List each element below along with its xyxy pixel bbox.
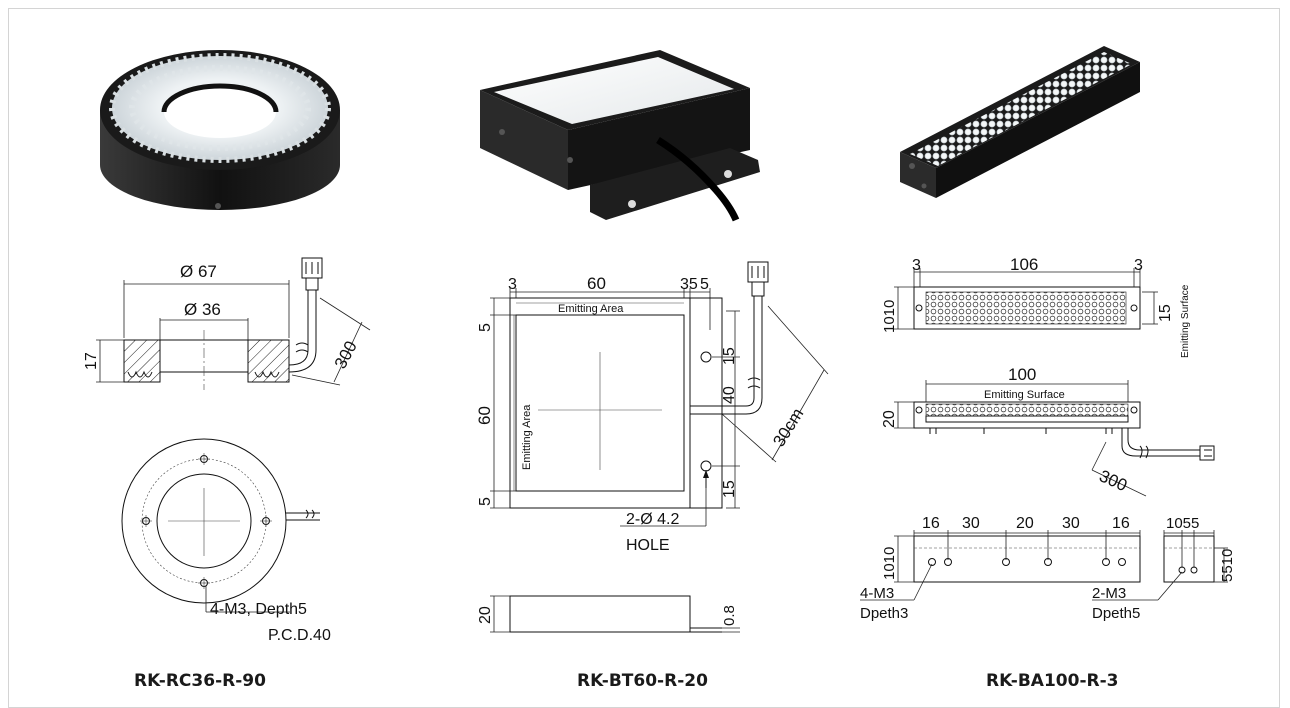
bt-thickness-label: 20 (477, 606, 494, 624)
emitting-area-label: Emitting Area (558, 303, 624, 315)
ring-inner-diameter-label: Ø 36 (184, 300, 221, 319)
ba-top-width-label: 106 (1010, 255, 1038, 274)
ba-b5-label: 16 (1112, 515, 1130, 532)
bt-hole-top-label: 15 (721, 347, 738, 365)
ba-mid-width-label: 100 (1008, 365, 1036, 384)
bt-top-label: 5 (477, 323, 494, 332)
ba-b3-label: 20 (1016, 515, 1034, 532)
ba-side-left-label: 1010 (881, 300, 898, 333)
ring-mount-thread-label: 4-M3, Depth5 (210, 601, 307, 618)
ba-bottom-side-label: 1010 (881, 547, 898, 580)
bt-hole-spec-label: 2-Ø 4.2 (626, 511, 679, 528)
ba-thread-right-label: 2-M3 (1092, 585, 1126, 602)
ring-height-label: 17 (83, 352, 100, 370)
product-bar-light: 3 106 3 1010 15 Emitting Surface 100 Emi… (860, 0, 1280, 695)
product-ring-light: Ø 67 Ø 36 17 300 (0, 0, 420, 695)
bt-cable-label: 30cm (769, 405, 807, 450)
ba-top-right-label: 3 (1134, 257, 1143, 274)
ba-depth-right-label: Dpeth5 (1092, 605, 1140, 622)
ba-side-right-label: 15 (1157, 304, 1174, 322)
product-name-back: RK-BT60-R-20 (577, 671, 708, 691)
bt-width-label: 60 (587, 274, 606, 293)
product-name-bar: RK-BA100-R-3 (986, 671, 1119, 691)
back-light-side-view: 20 0.8 (477, 595, 740, 633)
bt-plate-label: 0.8 (721, 605, 738, 626)
bt-margin-right-1-label: 35 (680, 276, 698, 293)
bar-side-view: 100 Emitting Surface 20 300 (881, 365, 1215, 497)
ba-top-left-label: 3 (912, 257, 921, 274)
back-light-front-view: Emitting Area Emitting Area 3 60 35 5 5 … (475, 261, 829, 554)
back-light-photo (480, 50, 760, 222)
bt-margin-left-label: 3 (508, 276, 517, 293)
bt-hole-gap-label: 40 (721, 386, 738, 404)
ring-top-view: 4-M3, Depth5 P.C.D.40 (121, 438, 331, 644)
ba-b4-label: 30 (1062, 515, 1080, 532)
ba-b1-label: 16 (922, 515, 940, 532)
bt-hole-word-label: HOLE (626, 537, 670, 554)
bar-top-view: 3 106 3 1010 15 Emitting Surface (881, 255, 1191, 358)
bar-light-drawings: 3 106 3 1010 15 Emitting Surface 100 Emi… (860, 46, 1236, 622)
ring-outer-diameter-label: Ø 67 (180, 262, 217, 281)
ba-depth-left-label: Dpeth3 (860, 605, 908, 622)
bt-hole-bottom-label: 15 (721, 480, 738, 498)
ba-mid-height-label: 20 (881, 410, 898, 428)
ring-light-drawings: Ø 67 Ø 36 17 300 (83, 50, 371, 644)
ring-pcd-label: P.C.D.40 (268, 627, 331, 644)
bar-light-photo (900, 46, 1140, 198)
ba-thread-left-label: 4-M3 (860, 585, 894, 602)
bar-bottom-view: 16 30 20 30 16 1010 4-M3 Dpeth3 (860, 515, 1141, 622)
ring-cable-length-label: 300 (331, 338, 361, 372)
bt-bottom-label: 5 (477, 497, 494, 506)
emitting-area-vertical-label: Emitting Area (521, 404, 533, 470)
ba-emitting-surface-label: Emitting Surface (984, 389, 1065, 401)
ba-end-side-label: 5510 (1219, 549, 1236, 582)
ba-b2-label: 30 (962, 515, 980, 532)
ba-cable-label: 300 (1096, 466, 1130, 495)
ba-emitting-surface-vertical-label: Emitting Surface (1180, 284, 1191, 358)
ring-light-photo (100, 50, 340, 210)
bt-margin-right-2-label: 5 (700, 276, 709, 293)
ba-end-top-label: 1055 (1166, 515, 1199, 532)
bar-end-view: 1055 5510 2-M3 Dpeth5 (1092, 515, 1236, 622)
product-back-light: Emitting Area Emitting Area 3 60 35 5 5 … (430, 0, 850, 695)
back-light-drawings: Emitting Area Emitting Area 3 60 35 5 5 … (475, 50, 829, 633)
ring-side-view: Ø 67 Ø 36 17 300 (83, 257, 371, 390)
product-name-ring: RK-RC36-R-90 (134, 671, 266, 691)
bt-height-label: 60 (475, 406, 494, 425)
